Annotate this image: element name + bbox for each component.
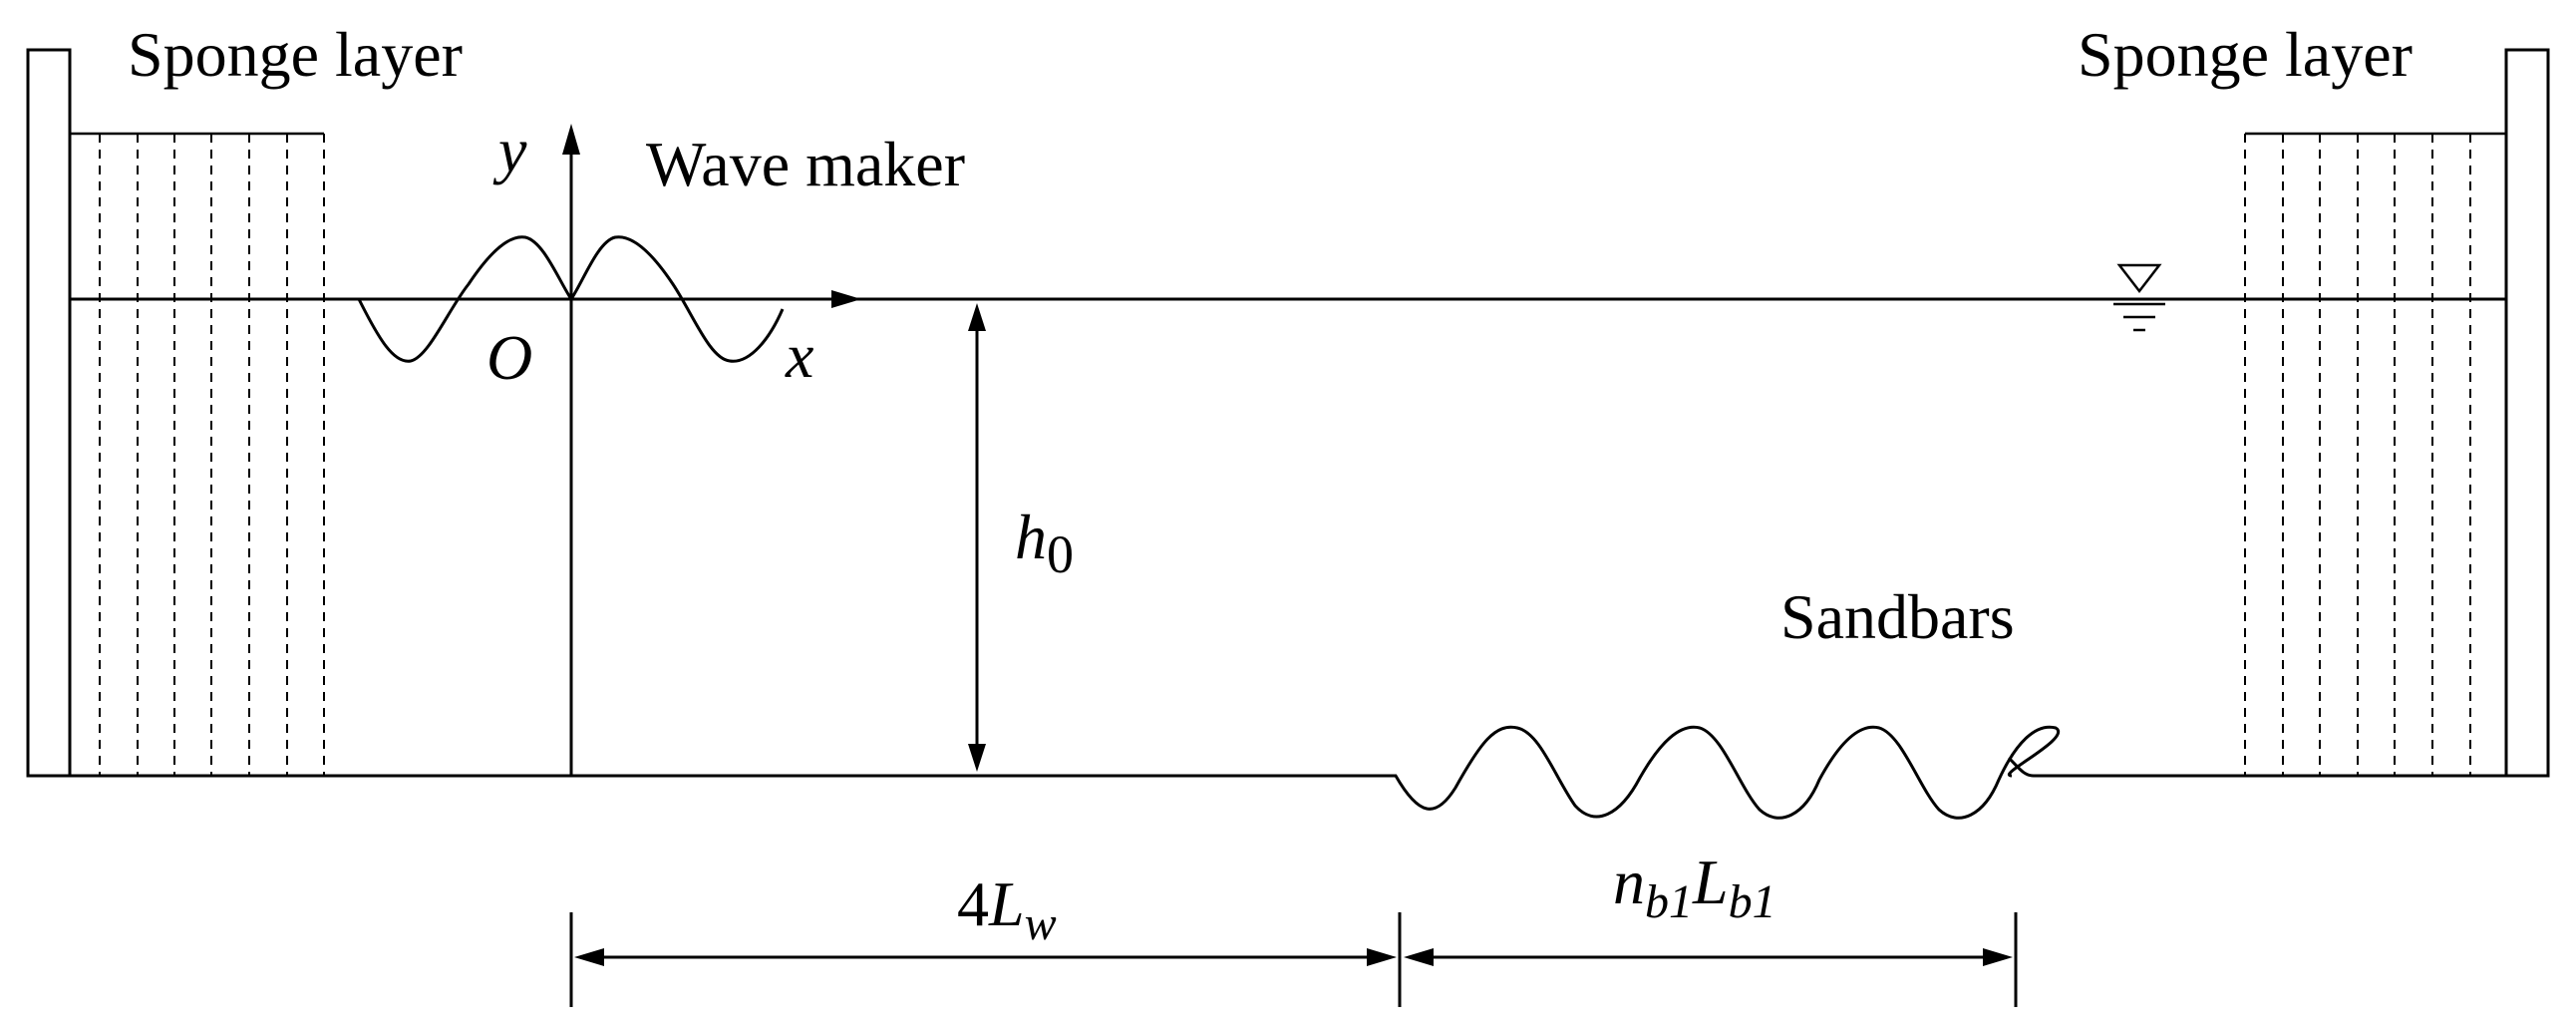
depth-symbol: h — [1015, 502, 1047, 572]
sandbar-length-label: nb1Lb1 — [1613, 847, 1776, 928]
distance-coefficient: 4 — [957, 868, 989, 939]
dimension-nb1-lb1 — [1404, 912, 2018, 1007]
water-level-triangle-icon — [2113, 263, 2165, 332]
sponge-layer-left-label: Sponge layer — [128, 19, 463, 90]
depth-subscript: 0 — [1047, 524, 1074, 584]
left-wall — [26, 48, 72, 778]
x-axis-arrowhead — [831, 290, 861, 308]
sponge-layer-right — [2244, 132, 2506, 776]
flume-bottom — [28, 725, 2548, 820]
bar-count-symbol: n — [1613, 847, 1645, 917]
y-axis-arrowhead — [562, 124, 580, 155]
distance-subscript: w — [1025, 897, 1057, 950]
sponge-layer-right-label: Sponge layer — [2078, 19, 2413, 90]
depth-label: h0 — [1015, 502, 1074, 584]
right-wall — [2504, 48, 2550, 778]
bar-length-subscript: b1 — [1729, 875, 1776, 928]
depth-arrow-top — [968, 303, 986, 331]
y-axis-label: y — [492, 115, 527, 185]
sandbars-label: Sandbars — [1780, 581, 2015, 652]
distance-symbol: L — [988, 868, 1025, 939]
dimension-4lw — [569, 912, 1402, 1007]
wave-maker-label: Wave maker — [646, 129, 965, 199]
bar-length-symbol: L — [1692, 847, 1729, 917]
x-axis-label: x — [785, 320, 813, 391]
depth-arrow-bottom — [968, 744, 986, 772]
distance-4lw-label: 4Lw — [957, 868, 1057, 950]
bar-count-subscript: b1 — [1645, 875, 1693, 928]
origin-label: O — [486, 322, 532, 393]
sponge-layer-left — [70, 132, 325, 776]
